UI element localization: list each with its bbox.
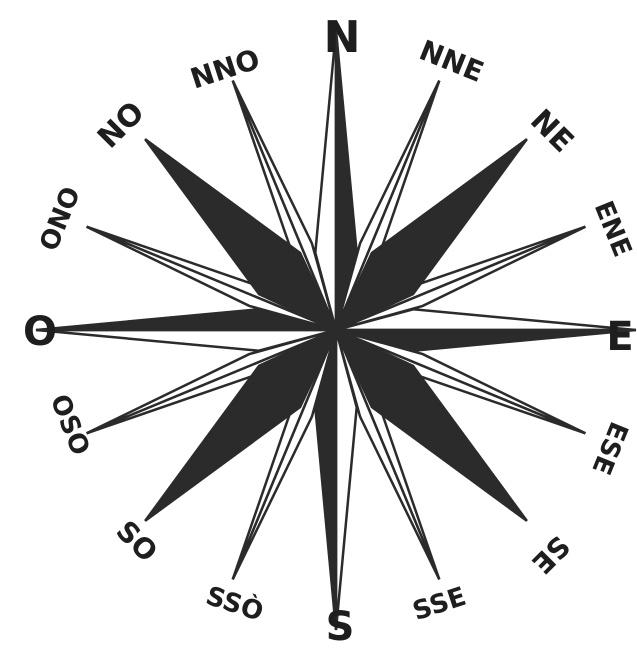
label-e: E <box>606 314 633 360</box>
label-nno: NNO <box>186 42 263 95</box>
label-sse: SSE <box>409 582 470 627</box>
label-no: NO <box>91 95 152 156</box>
label-ono: ONO <box>34 183 87 255</box>
label-s: S <box>326 604 355 648</box>
label-nne: NNE <box>415 34 489 89</box>
label-o: O <box>23 309 57 355</box>
label-ese: ESE <box>585 417 633 479</box>
label-ne: NE <box>523 103 580 160</box>
label-se: SE <box>525 529 576 580</box>
label-n: N <box>324 12 361 63</box>
label-oso: OSO <box>44 390 95 460</box>
label-sso: SSÒ <box>202 579 267 627</box>
label-so: SO <box>110 514 164 568</box>
label-ene: ENE <box>588 197 637 261</box>
